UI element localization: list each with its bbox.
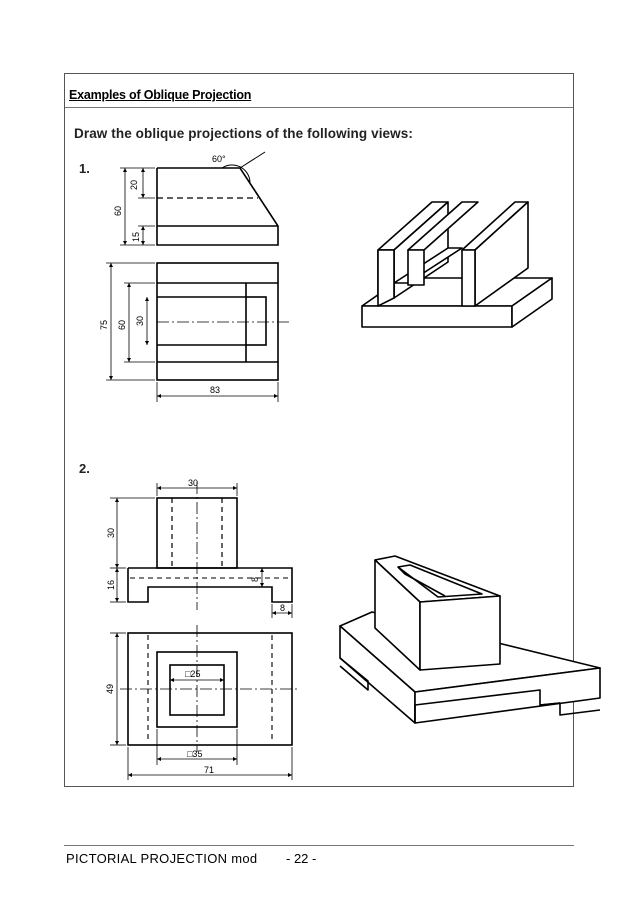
- section-title: Examples of Oblique Projection: [69, 88, 252, 102]
- angle-label: 60°: [212, 154, 226, 164]
- problem-1-front-view: [156, 151, 279, 246]
- problem-2-elevation-dims: [110, 483, 293, 618]
- footer-document-title: PICTORIAL PROJECTION mod: [66, 851, 258, 866]
- problem-1-number: 1.: [79, 161, 90, 176]
- dim-60-elevation: 60: [113, 206, 123, 216]
- title-divider: [65, 107, 573, 108]
- problem-1-oblique-view: [361, 201, 553, 328]
- dim-8-horizontal: 8: [280, 603, 285, 613]
- dim-15: 15: [131, 232, 141, 242]
- dim-75: 75: [99, 320, 109, 330]
- dim-20: 20: [129, 180, 139, 190]
- footer-page-number: - 22 -: [286, 851, 317, 866]
- problem-2-number: 2.: [79, 461, 90, 476]
- instruction-text: Draw the oblique projections of the foll…: [74, 126, 413, 141]
- dim-8-vertical: 8: [250, 577, 260, 582]
- footer-divider: [64, 845, 574, 846]
- problem-1-top-view: [156, 262, 290, 381]
- dim-16: 16: [106, 580, 116, 590]
- dim-71: 71: [204, 765, 214, 775]
- problem-1-plan-dims: [106, 262, 279, 402]
- problem-2-front-view: [127, 482, 293, 610]
- dim-30: 30: [135, 316, 145, 326]
- problem-2-oblique-view: [339, 555, 601, 724]
- problem-2-plan-dims: [110, 632, 293, 780]
- problem-1-elevation-dims: [120, 167, 155, 246]
- dim-60-plan: 60: [117, 320, 127, 330]
- dim-30-top: 30: [188, 478, 198, 488]
- dim-30-side: 30: [106, 528, 116, 538]
- dim-83: 83: [210, 385, 220, 395]
- content-frame: Examples of Oblique Projection Draw the …: [64, 73, 574, 787]
- dim-square-25: □25: [185, 669, 200, 679]
- dim-49: 49: [105, 684, 115, 694]
- problem-2-top-view: [120, 625, 300, 752]
- dim-square-35: □35: [187, 749, 202, 759]
